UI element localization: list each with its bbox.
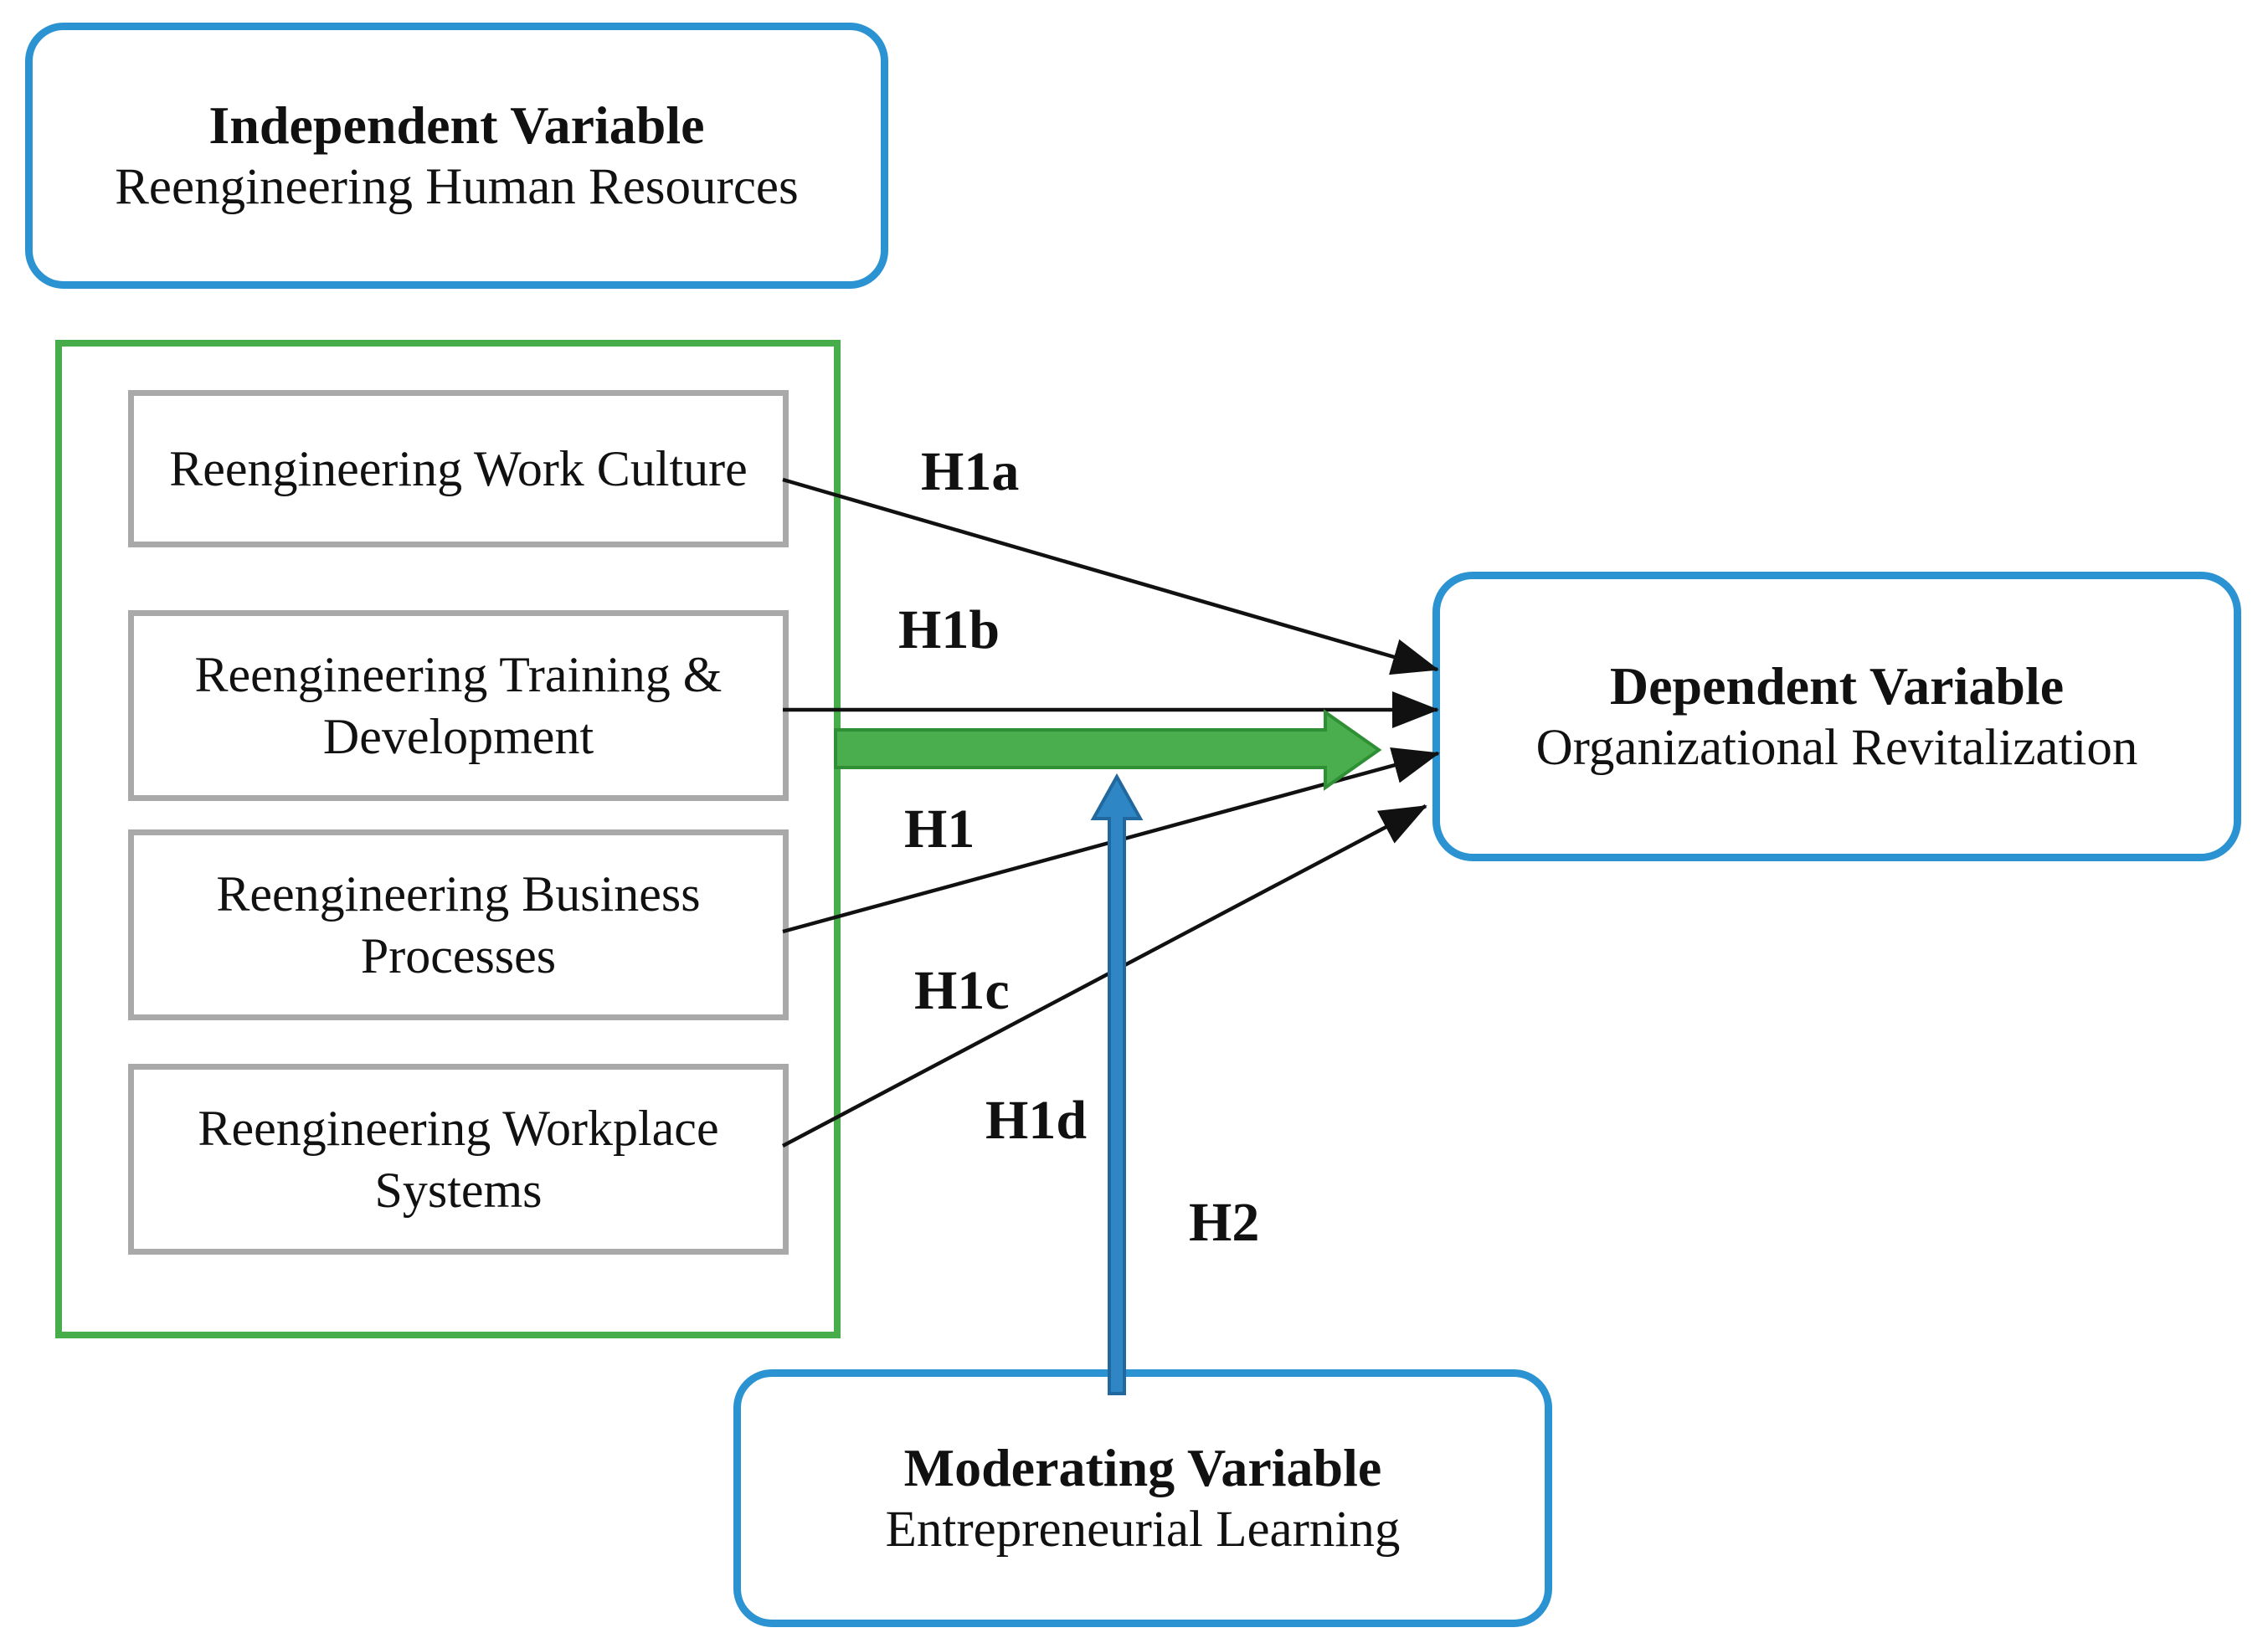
component-label: Reengineering Training & Development: [194, 646, 723, 764]
moderating-variable-heading: Moderating Variable: [903, 1438, 1382, 1498]
green-main-effect-arrow-h1: [834, 709, 1382, 791]
component-box-workplace-systems: Reengineering Workplace Systems: [128, 1064, 789, 1255]
component-label: Reengineering Business Processes: [216, 865, 701, 983]
arrow-h1d: [781, 804, 1427, 1148]
hypothesis-label-h1d: H1d: [985, 1090, 1088, 1151]
independent-variable-heading: Independent Variable: [208, 95, 705, 156]
dependent-variable-heading: Dependent Variable: [1609, 656, 2065, 716]
moderating-variable-label: Entrepreneurial Learning: [885, 1501, 1401, 1558]
independent-variable-label: Reengineering Human Resources: [115, 158, 799, 215]
component-box-training-development: Reengineering Training & Development: [128, 610, 789, 801]
arrow-h1c: [782, 747, 1440, 934]
dependent-variable-label: Organizational Revitalization: [1535, 719, 2138, 776]
component-box-work-culture: Reengineering Work Culture: [128, 390, 789, 547]
moderating-variable-box: Moderating Variable Entrepreneurial Lear…: [733, 1369, 1552, 1627]
component-box-business-processes: Reengineering Business Processes: [128, 829, 789, 1020]
hypothesis-label-h1: H1: [904, 798, 975, 860]
independent-variable-box: Independent Variable Reengineering Human…: [25, 23, 888, 289]
arrow-h1a: [782, 477, 1439, 675]
blue-moderation-arrow-h2: [1090, 773, 1144, 1395]
component-label: Reengineering Workplace Systems: [198, 1100, 719, 1218]
hypothesis-label-h2: H2: [1189, 1192, 1260, 1253]
component-label: Reengineering Work Culture: [169, 440, 748, 496]
hypothesis-label-h1c: H1c: [914, 960, 1010, 1021]
hypothesis-label-h1a: H1a: [921, 441, 1020, 502]
dependent-variable-box: Dependent Variable Organizational Revita…: [1432, 572, 2241, 861]
hypothesis-label-h1b: H1b: [898, 599, 1000, 660]
